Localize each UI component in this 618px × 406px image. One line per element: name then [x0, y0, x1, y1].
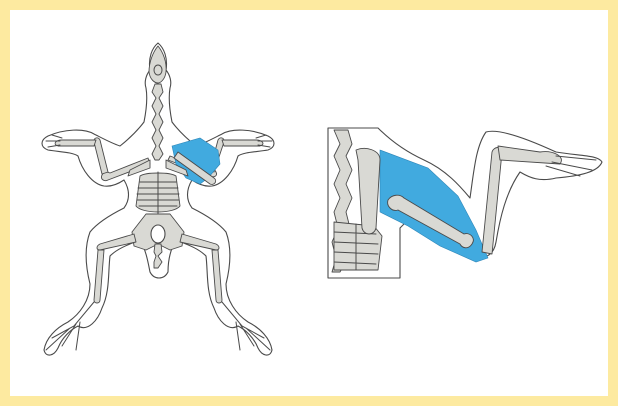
right-hand-bones: [222, 140, 263, 146]
ribcage: [136, 172, 180, 214]
wing-detail-figure: [328, 128, 602, 278]
left-hand-bones: [55, 140, 96, 146]
full-skeleton-figure: [42, 43, 274, 355]
pelvis-opening: [151, 225, 165, 243]
